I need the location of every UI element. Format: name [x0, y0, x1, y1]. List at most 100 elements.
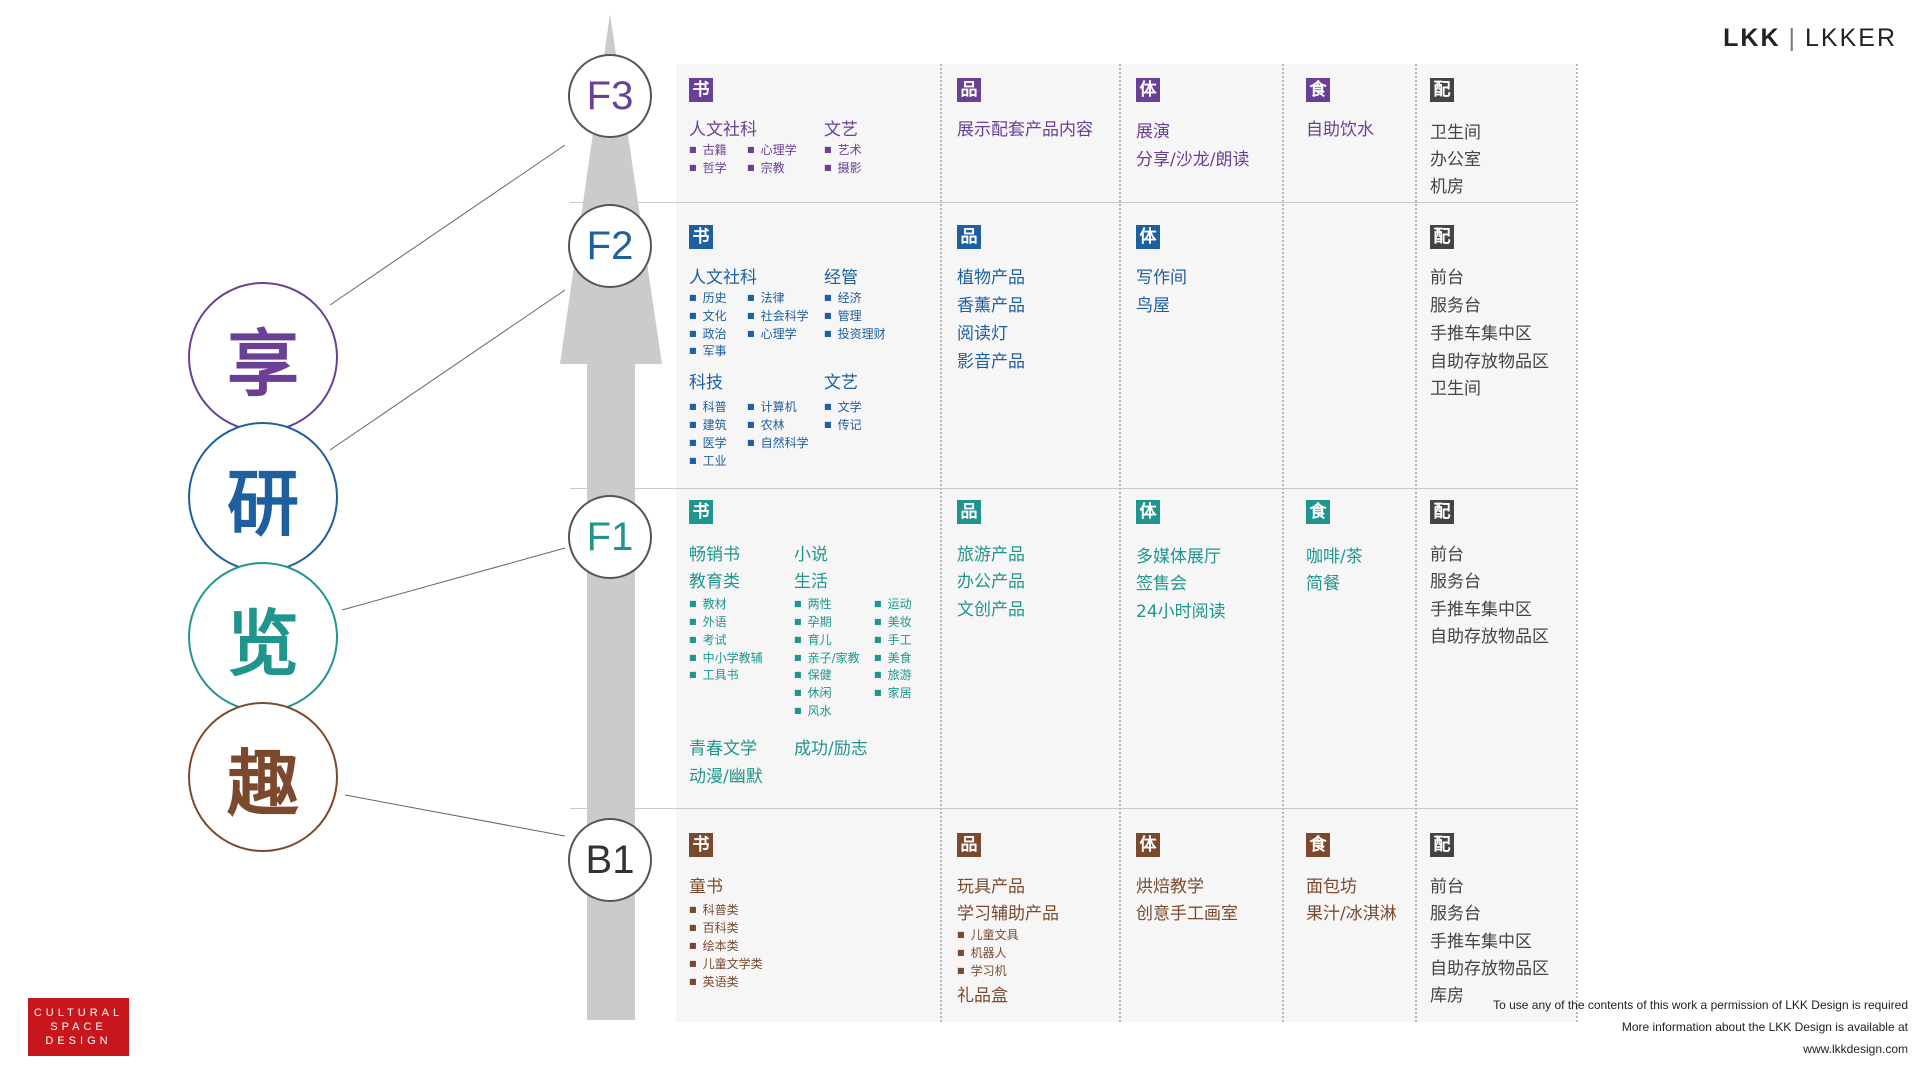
cultural-space-design-logo: CULTURAL SPACE DESIGN: [28, 998, 129, 1056]
f1-exp: 24小时阅读: [1136, 602, 1226, 622]
b1-food: 面包坊: [1306, 877, 1357, 897]
f1-book-head: 小说: [794, 545, 828, 565]
f1-book-item: 外语: [689, 613, 727, 630]
floor-f2: F2: [568, 204, 652, 288]
f2-book-head: 经管: [824, 268, 858, 288]
brand-logo: LKK|LKKER: [1723, 24, 1897, 53]
badge-experience: 体: [1136, 225, 1160, 249]
logo-line: SPACE: [50, 1021, 107, 1033]
f1-product: 旅游产品: [957, 545, 1025, 565]
f1-book-item: 美食: [874, 649, 912, 666]
f2-product: 香薰产品: [957, 296, 1025, 316]
f1-exp: 多媒体展厅: [1136, 547, 1221, 567]
f1-book-item: 休闲: [794, 684, 832, 701]
f2-book-item: 政治: [689, 325, 727, 342]
f3-book-item: 哲学: [689, 159, 727, 176]
brand-left: LKK: [1723, 24, 1781, 52]
badge-book: 书: [689, 500, 713, 524]
f1-book-item: 家居: [874, 684, 912, 701]
f2-book-item: 科普: [689, 398, 727, 415]
f3-support: 办公室: [1430, 150, 1481, 170]
f1-product: 文创产品: [957, 600, 1025, 620]
grid-background: [676, 64, 1576, 1022]
row-divider-f1: [570, 808, 1576, 809]
f2-book-item: 计算机: [747, 398, 797, 415]
f3-support: 卫生间: [1430, 123, 1481, 143]
f2-book-head: 人文社科: [689, 268, 757, 288]
logo-line: CULTURAL: [33, 1007, 124, 1019]
badge-food: 食: [1306, 500, 1330, 524]
badge-book: 书: [689, 78, 713, 102]
b1-book-item: 科普类: [689, 901, 739, 918]
badge-product: 品: [957, 225, 981, 249]
f3-support: 机房: [1430, 177, 1464, 197]
f1-support: 前台: [1430, 545, 1464, 565]
f1-book-item: 两性: [794, 595, 832, 612]
f1-book-item: 工具书: [689, 666, 739, 683]
f1-food: 简餐: [1306, 574, 1340, 594]
row-divider-f3: [570, 202, 1576, 203]
f1-exp: 签售会: [1136, 574, 1187, 594]
brand-separator: |: [1788, 24, 1798, 52]
f2-book-item: 传记: [824, 416, 862, 433]
b1-book-item: 英语类: [689, 973, 739, 990]
f2-book-item: 心理学: [747, 325, 797, 342]
f2-support: 服务台: [1430, 296, 1481, 316]
brand-right: LKKER: [1805, 24, 1897, 52]
floor-b1: B1: [568, 818, 652, 902]
col-divider-5: [1576, 64, 1578, 1022]
f2-book-item: 建筑: [689, 416, 727, 433]
logo-line: DESIGN: [45, 1035, 112, 1047]
f1-book-item: 亲子/家教: [794, 649, 860, 666]
f2-book-item: 农林: [747, 416, 785, 433]
copyright-line: To use any of the contents of this work …: [1493, 998, 1908, 1012]
theme-research: 研: [188, 422, 338, 572]
col-divider-2: [1119, 64, 1121, 1022]
f1-support: 服务台: [1430, 572, 1481, 592]
f2-book-item: 社会科学: [747, 307, 809, 324]
f3-book-item: 宗教: [747, 159, 785, 176]
col-divider-3: [1282, 64, 1284, 1022]
badge-book: 书: [689, 833, 713, 857]
copyright-link[interactable]: www.lkkdesign.com: [1803, 1042, 1908, 1056]
f3-book-head-2: 文艺: [824, 120, 858, 140]
f2-exp: 鸟屋: [1136, 296, 1170, 316]
f1-book-item: 运动: [874, 595, 912, 612]
f2-product: 影音产品: [957, 352, 1025, 372]
badge-book: 书: [689, 225, 713, 249]
b1-product-head: 玩具产品: [957, 877, 1025, 897]
f1-support: 自助存放物品区: [1430, 627, 1549, 647]
badge-product: 品: [957, 833, 981, 857]
floor-f3: F3: [568, 54, 652, 138]
theme-fun: 趣: [188, 702, 338, 852]
theme-browse: 览: [188, 562, 338, 712]
f3-product: 展示配套产品内容: [957, 120, 1093, 140]
b1-product-item: 儿童文具: [957, 926, 1019, 943]
badge-support: 配: [1430, 833, 1454, 857]
f2-book-item: 管理: [824, 307, 862, 324]
badge-food: 食: [1306, 78, 1330, 102]
floor-f1: F1: [568, 495, 652, 579]
f2-book-item: 医学: [689, 434, 727, 451]
f1-book-head: 教育类: [689, 572, 740, 592]
badge-support: 配: [1430, 500, 1454, 524]
copyright-line: More information about the LKK Design is…: [1621, 1020, 1908, 1034]
b1-product-item: 机器人: [957, 944, 1007, 961]
f2-book-item: 投资理财: [824, 325, 886, 342]
f2-book-item: 文学: [824, 398, 862, 415]
f1-book-item: 手工: [874, 631, 912, 648]
f1-food: 咖啡/茶: [1306, 547, 1363, 567]
f1-book-item: 教材: [689, 595, 727, 612]
f3-exp: 展演: [1136, 122, 1170, 142]
f1-book-head: 畅销书: [689, 545, 740, 565]
col-divider-4: [1415, 64, 1417, 1022]
f1-book-item: 旅游: [874, 666, 912, 683]
f1-book-extra: 动漫/幽默: [689, 767, 763, 787]
f2-support: 前台: [1430, 268, 1464, 288]
b1-exp: 烘焙教学: [1136, 877, 1204, 897]
b1-support: 自助存放物品区: [1430, 959, 1549, 979]
f2-book-head: 文艺: [824, 373, 858, 393]
f2-product: 植物产品: [957, 268, 1025, 288]
f3-book-item: 古籍: [689, 141, 727, 158]
f1-book-item: 孕期: [794, 613, 832, 630]
